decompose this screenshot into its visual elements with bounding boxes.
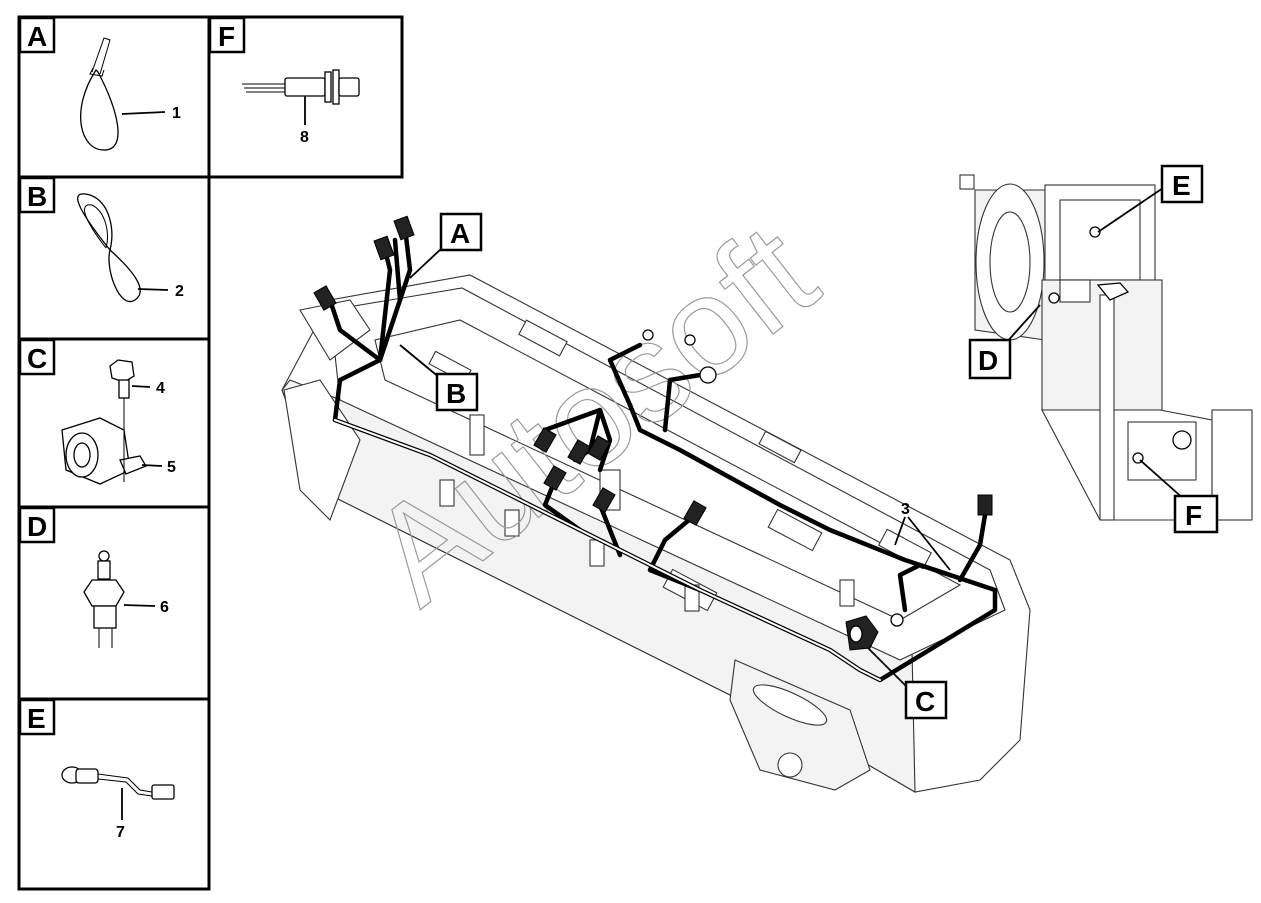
- detail-c-letter: C: [27, 343, 47, 374]
- detail-box-a: A 1: [17, 15, 211, 179]
- transmission-inset: [959, 174, 1253, 521]
- callout-inset-d: D: [968, 338, 1012, 380]
- detail-a-letter: A: [27, 21, 47, 52]
- callout-inset-d-letter: D: [978, 345, 998, 376]
- cable-tie-icon: [80, 37, 119, 151]
- callout-main-c: C: [904, 680, 948, 720]
- part-number-2: 2: [175, 283, 184, 300]
- cushion-clamp-marker: [845, 615, 879, 651]
- detail-f-letter: F: [218, 21, 235, 52]
- detail-box-f: F 8: [207, 15, 404, 179]
- callout-main-b: B: [435, 372, 479, 412]
- detail-b-letter: B: [27, 181, 47, 212]
- detail-box-b: B 2: [17, 175, 211, 341]
- detail-e-letter: E: [27, 703, 46, 734]
- detail-box-c: C 4 5: [17, 337, 211, 509]
- part-number-4: 4: [156, 380, 165, 397]
- detail-box-e: E 7: [17, 697, 211, 891]
- callout-inset-f-letter: F: [1185, 500, 1202, 531]
- callout-main-a-letter: A: [450, 218, 470, 249]
- temperature-switch-icon: [83, 550, 125, 648]
- part-number-5: 5: [167, 459, 176, 476]
- callout-inset-f: F: [1173, 494, 1219, 534]
- cushion-clamp-icon: [61, 398, 147, 485]
- figure-eight-tie-icon: [77, 193, 141, 303]
- speed-sensor-icon: [242, 69, 360, 105]
- wiring-harness: [313, 215, 998, 683]
- detail-box-d: D 6: [17, 505, 211, 701]
- callout-main-a: A: [439, 212, 483, 252]
- pressure-sensor-icon: [61, 766, 175, 800]
- detail-d-letter: D: [27, 511, 47, 542]
- part-number-1: 1: [172, 105, 181, 122]
- callout-main-b-letter: B: [446, 378, 466, 409]
- part-number-6: 6: [160, 599, 169, 616]
- callout-main-c-letter: C: [915, 686, 935, 717]
- part-number-3: 3: [901, 501, 910, 518]
- callout-inset-e-letter: E: [1172, 170, 1191, 201]
- part-number-7: 7: [116, 824, 125, 841]
- part-number-8: 8: [300, 129, 309, 146]
- callout-inset-e: E: [1160, 164, 1204, 204]
